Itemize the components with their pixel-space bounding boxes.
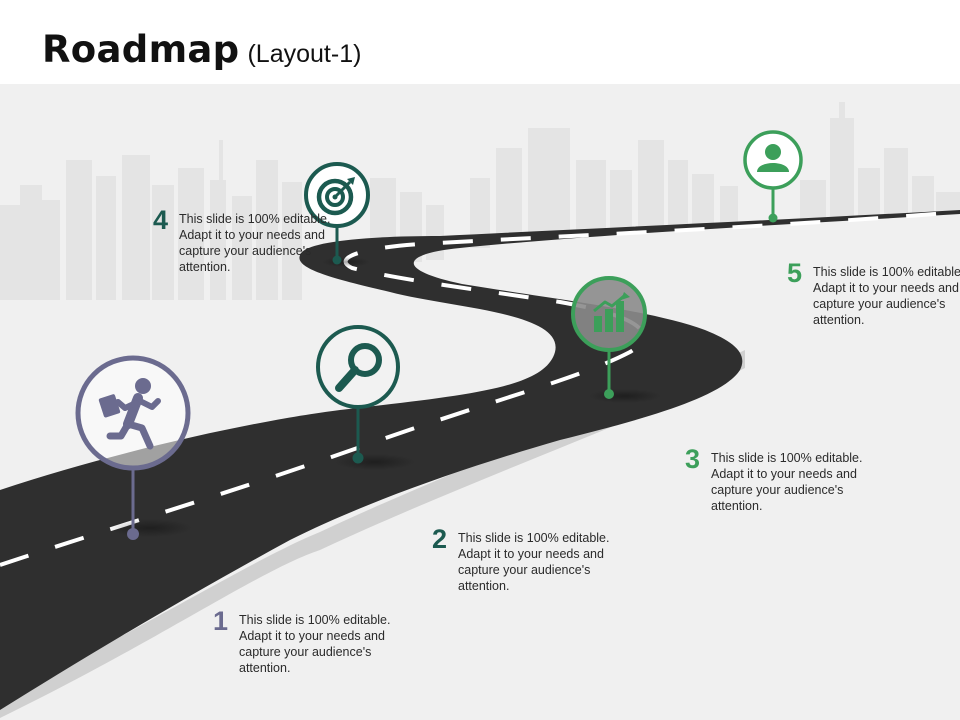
step-4-number: 4	[153, 205, 169, 235]
title-main: Roadmap	[42, 28, 240, 71]
step-5-number: 5	[787, 258, 803, 288]
growth-chart-icon	[593, 292, 630, 332]
user-icon	[757, 144, 789, 172]
step-5-description: This slide is 100% editable. Adapt it to…	[813, 265, 960, 327]
step-1-description: This slide is 100% editable. Adapt it to…	[239, 613, 391, 675]
page-title: Roadmap(Layout-1)	[42, 28, 361, 71]
milestone-pin-3	[571, 276, 647, 399]
pin-shadow-1	[108, 519, 192, 537]
step-2-description: This slide is 100% editable. Adapt it to…	[458, 531, 610, 593]
pin-shadow-2	[335, 454, 415, 470]
title-subtitle: (Layout-1)	[247, 40, 362, 68]
step-3-number: 3	[685, 444, 701, 474]
milestone-pin-2	[316, 325, 400, 464]
magnifier-icon	[335, 343, 382, 392]
step-2-number: 2	[432, 524, 448, 554]
target-dart-icon	[316, 177, 355, 216]
city-skyline	[0, 102, 960, 300]
road-center-line	[0, 210, 960, 567]
pin-shadow-3	[589, 389, 661, 403]
step-4-description: This slide is 100% editable. Adapt it to…	[179, 212, 331, 274]
milestone-pin-1	[75, 355, 191, 540]
milestone-pin-4	[304, 162, 370, 265]
road-surface	[0, 210, 960, 710]
step-1-number: 1	[213, 606, 229, 636]
step-3-description: This slide is 100% editable. Adapt it to…	[711, 451, 863, 513]
running-man-briefcase-icon	[98, 378, 161, 450]
road-edge-lower	[0, 350, 745, 718]
milestone-pin-5	[743, 130, 803, 223]
